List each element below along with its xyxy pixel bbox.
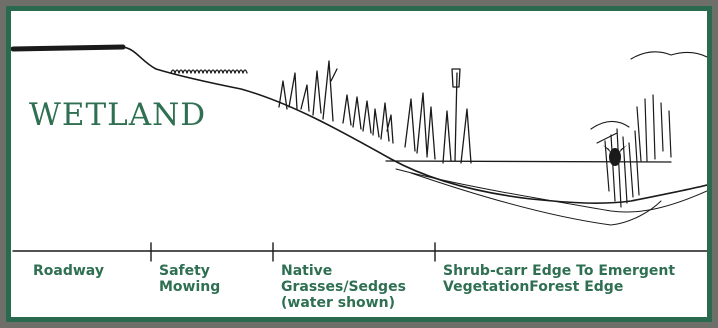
emergent-tall-grass [637,95,671,161]
zone-label-shrub-carr: Shrub-carr Edge To Emergent VegetationFo… [443,263,675,295]
zone-label-roadway: Roadway [33,263,104,279]
zone-label-safety-mowing: Safety Mowing [159,263,220,295]
cattail-stem [455,73,457,161]
zone-label-native-grasses: Native Grasses/Sedges (water shown) [281,263,406,311]
water-line [386,161,671,162]
cattail-leaves [443,109,471,163]
roadway-surface [13,47,123,49]
grass-clump-4 [373,103,393,143]
grass-clump-2 [313,61,337,121]
diagram-title: WETLAND [29,97,206,133]
cattail-head [452,69,460,87]
grass-clump-5 [405,93,435,159]
emergent-reeds [605,129,639,207]
basin-contour-1 [396,169,707,212]
diagram-panel: WETLAND Roadway Safety Mowing Native Gra… [6,6,712,322]
grass-clump-3 [343,95,371,133]
mowed-grass [171,70,247,73]
forest-edge-shrub [631,52,707,59]
grass-clump-1 [279,73,309,111]
